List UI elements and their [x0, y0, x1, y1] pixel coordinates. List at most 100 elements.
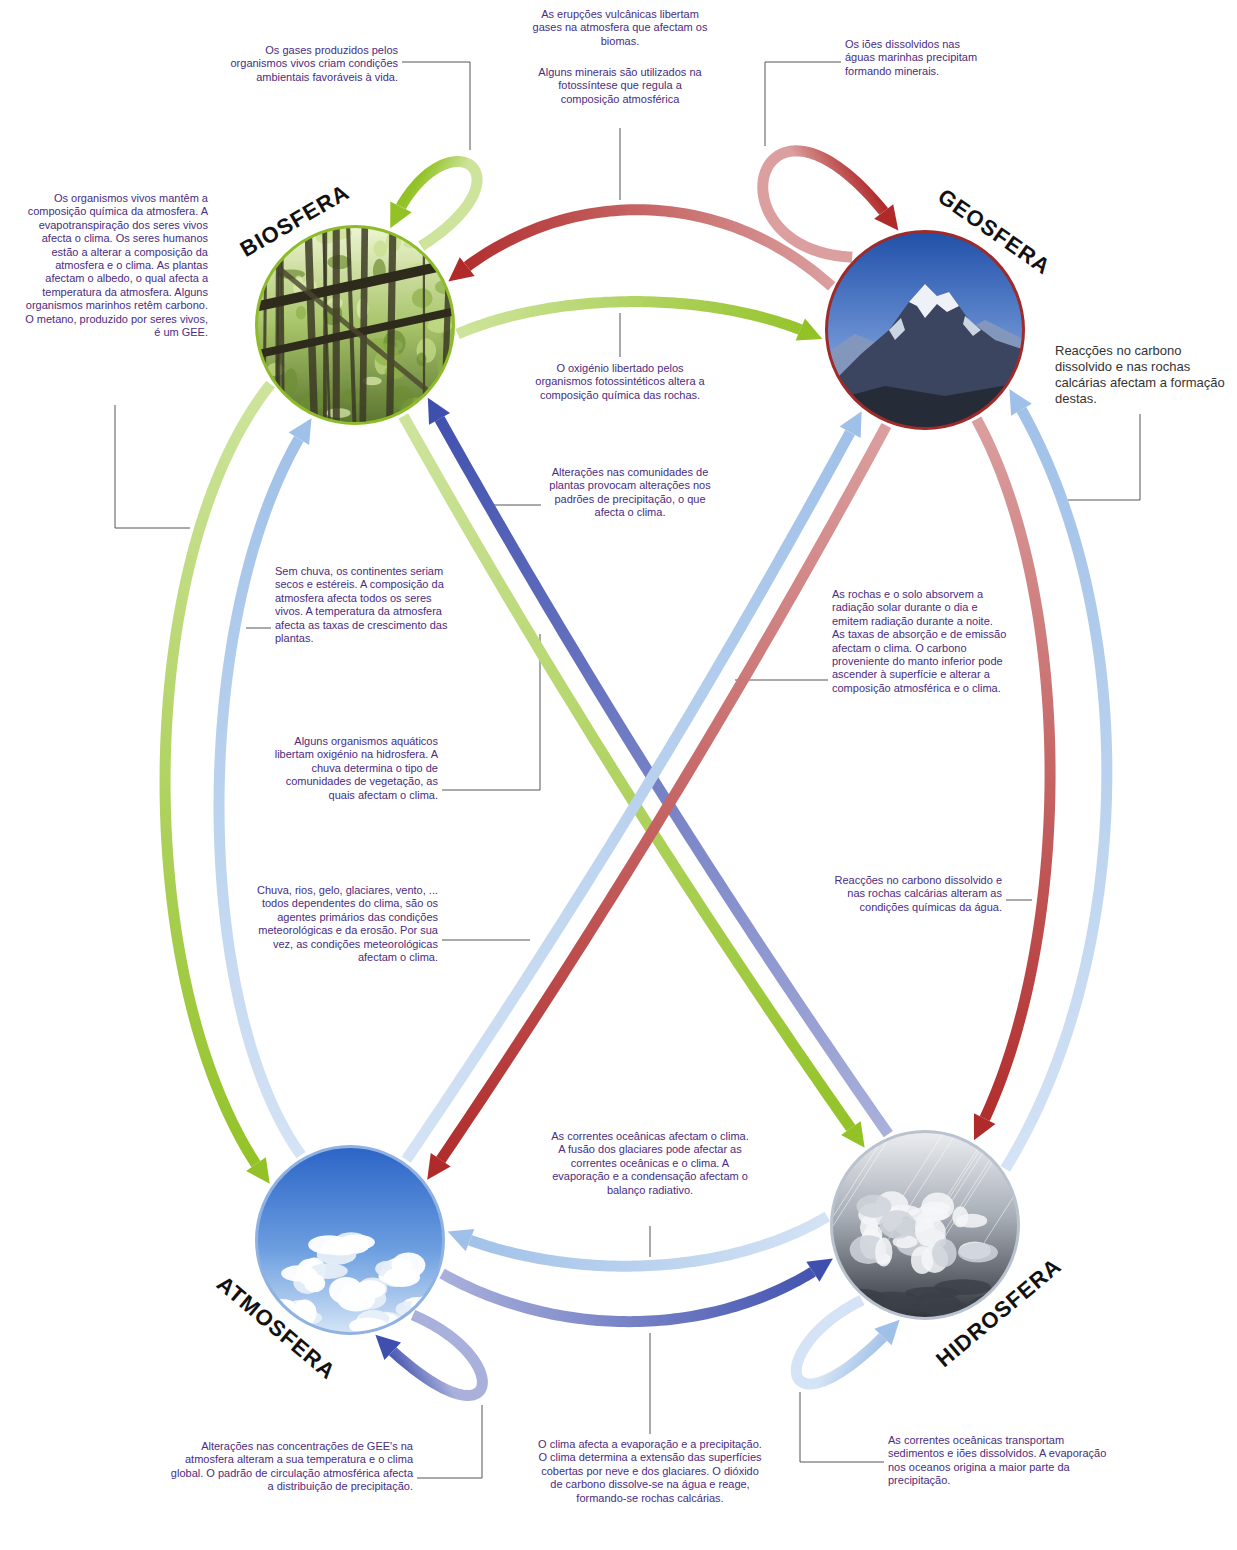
- callout-note: As erupções vulcânicas libertam gases na…: [530, 8, 710, 48]
- sphere-picture: [255, 225, 455, 425]
- callout-note: Alguns minerais são utilizados na fotoss…: [530, 66, 710, 106]
- picture-part: [285, 368, 298, 394]
- arrow-head: [375, 1335, 401, 1360]
- picture-part: [257, 1147, 444, 1334]
- callout-note: Alterações nas concentrações de GEE's na…: [168, 1440, 413, 1494]
- leader-line: [417, 1405, 482, 1478]
- arrow-shaft: [458, 302, 801, 334]
- arrow-shaft: [467, 210, 831, 287]
- leader-line: [492, 505, 541, 506]
- picture-part: [257, 227, 454, 424]
- leader-line: [442, 634, 540, 790]
- leader-line: [402, 62, 470, 150]
- callout-note: As rochas e o solo absorvem a radiação s…: [832, 588, 1008, 695]
- callout-note: O oxigénio libertado pelos organismos fo…: [530, 362, 710, 402]
- interaction-arrow: [1005, 389, 1107, 1169]
- leader-line: [1006, 900, 1032, 901]
- arrow-shaft: [796, 1300, 883, 1384]
- leader-line: [650, 1226, 651, 1257]
- arrow-head: [448, 1229, 475, 1251]
- leader-line: [620, 128, 621, 200]
- leader-line: [246, 628, 271, 629]
- picture-part: [266, 411, 290, 420]
- picture-part: [275, 225, 279, 425]
- arrow-head: [427, 1153, 450, 1180]
- picture-part: [911, 1246, 933, 1274]
- callout-note: Reacções no carbono dissolvido e nas roc…: [820, 874, 1002, 914]
- interaction-arrow: [458, 302, 823, 341]
- picture-part: [825, 284, 1025, 430]
- arrow-head: [874, 1320, 899, 1346]
- picture-part: [281, 1265, 317, 1281]
- leader-line: [800, 1392, 884, 1462]
- picture-part: [909, 284, 959, 318]
- picture-part: [257, 387, 282, 403]
- picture-part: [333, 225, 340, 425]
- arrow-shaft: [1005, 410, 1107, 1169]
- picture-part: [958, 1243, 998, 1263]
- picture-part: [323, 225, 330, 425]
- sphere-node: BIOSFERA: [255, 225, 455, 425]
- interaction-arrow: [375, 1315, 482, 1395]
- interaction-arrow: [442, 1259, 833, 1322]
- arrow-head: [874, 204, 898, 230]
- picture-part: [255, 261, 455, 309]
- picture-part: [308, 225, 315, 425]
- arrow-shaft: [401, 162, 477, 247]
- interaction-arrow: [406, 411, 861, 1160]
- picture-part: [255, 389, 268, 412]
- picture-part: [255, 408, 272, 425]
- interaction-arrow: [763, 151, 899, 257]
- picture-part: [932, 1239, 956, 1267]
- picture-part: [296, 306, 306, 320]
- arrow-head: [289, 418, 312, 445]
- picture-part: [282, 225, 284, 425]
- interaction-arrow: [448, 1216, 828, 1266]
- interaction-arrow: [448, 210, 831, 287]
- picture-part: [255, 402, 273, 425]
- sphere-node: ATMOSFERA: [255, 1145, 445, 1335]
- sphere-picture: [830, 1130, 1020, 1320]
- sphere-node: GEOSFERA: [825, 230, 1025, 430]
- callout-note: Chuva, rios, gelo, glaciares, vento, ...…: [250, 884, 438, 964]
- arrow-shaft: [393, 1315, 483, 1395]
- picture-part: [825, 230, 1025, 430]
- callout-note: Alterações nas comunidades de plantas pr…: [545, 466, 715, 520]
- picture-part: [255, 1145, 445, 1335]
- sphere-picture: [825, 230, 1025, 430]
- picture-part: [920, 1202, 950, 1215]
- arrow-head: [806, 1259, 833, 1282]
- callout-note: As correntes oceânicas afectam o clima. …: [550, 1130, 750, 1197]
- picture-part: [264, 225, 266, 425]
- picture-part: [952, 1206, 968, 1227]
- leader-line: [765, 62, 841, 146]
- callout-note: Alguns organismos aquáticos libertam oxi…: [262, 735, 438, 802]
- picture-part: [827, 232, 1024, 429]
- arrow-head: [974, 1113, 996, 1140]
- arrow-head: [840, 411, 862, 438]
- arrow-head: [1009, 389, 1031, 416]
- arrow-head: [428, 398, 450, 425]
- picture-part: [825, 382, 1025, 430]
- interaction-arrow: [427, 426, 886, 1180]
- interaction-arrow: [390, 162, 477, 247]
- picture-part: [934, 1279, 991, 1295]
- arrow-head: [390, 201, 412, 228]
- sphere-picture: [255, 1145, 445, 1335]
- arrow-shaft: [440, 419, 889, 1134]
- picture-part: [363, 225, 365, 425]
- callout-note: Os gases produzidos pelos organismos viv…: [220, 44, 398, 84]
- arrow-shaft: [442, 1272, 813, 1322]
- leader-line: [650, 1333, 651, 1434]
- arrow-shaft: [406, 432, 850, 1159]
- picture-part: [392, 1253, 426, 1278]
- picture-part: [832, 1132, 1019, 1319]
- arrow-head: [841, 1121, 865, 1148]
- sphere-node: HIDROSFERA: [830, 1130, 1020, 1320]
- picture-part: [444, 225, 451, 425]
- arrow-shaft: [977, 419, 1051, 1118]
- picture-part: [427, 1305, 445, 1322]
- callout-note: Sem chuva, os continentes seriam secos e…: [275, 565, 457, 645]
